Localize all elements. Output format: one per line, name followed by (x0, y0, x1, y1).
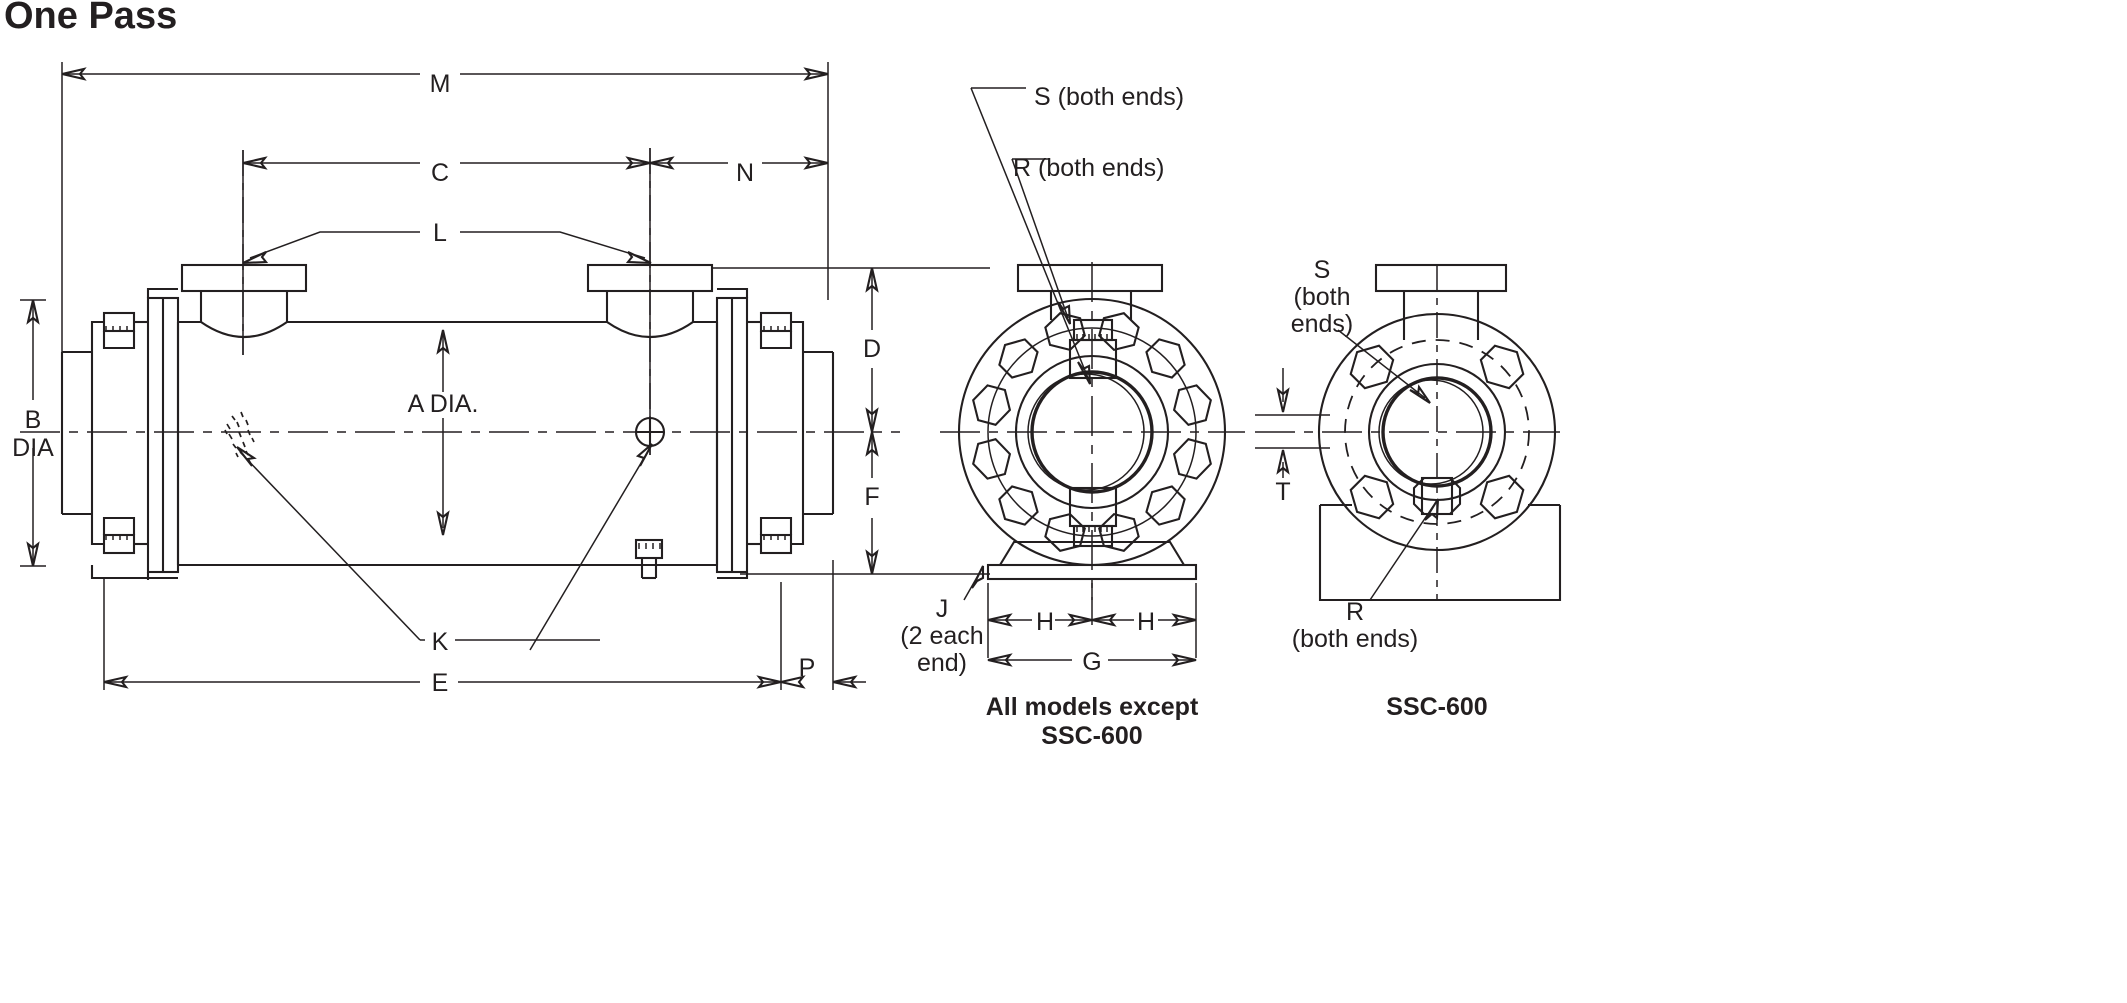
bolt-hatch-left (105, 326, 128, 540)
callout-label-J: J (936, 595, 949, 623)
base-box-ssc600 (1318, 503, 1562, 602)
hex-bolt (1098, 512, 1140, 552)
dimension-label-B: B (25, 406, 42, 434)
dimension-B-DIA: B DIA (12, 299, 54, 567)
hex-bolt (1349, 344, 1395, 390)
hex-bolt (972, 438, 1012, 480)
drain-nozzle (634, 538, 664, 580)
callout-R-both-ends: R (both ends) (1011, 154, 1164, 325)
dimension-label-P: P (799, 654, 816, 682)
dimension-label-N: N (736, 159, 754, 187)
left-end-head (60, 287, 180, 580)
hex-bolt (1349, 474, 1395, 520)
dimension-H-pair: H H (987, 583, 1197, 658)
caption-standard-line2: SSC-600 (1041, 722, 1142, 750)
hex-bolt (998, 338, 1039, 379)
callout-label-R: R (both ends) (1013, 154, 1164, 182)
hex-bolt (1098, 312, 1140, 352)
hex-bolt (1145, 485, 1186, 526)
hex-bolt (1172, 384, 1212, 426)
dimension-label-M: M (430, 70, 451, 98)
dimension-label-D: D (863, 335, 881, 363)
ssc600-bore-circle (1381, 376, 1493, 488)
ssc600-flange-outer (1317, 312, 1557, 552)
side-elevation-view: M C N L (12, 62, 990, 697)
vent-symbol (529, 416, 666, 651)
callout-label-J-sub1: (2 each (900, 622, 983, 650)
caption-ssc600: SSC-600 (1386, 693, 1487, 721)
bolt-hatch-right (763, 326, 786, 540)
saddle-base-standard (986, 540, 1198, 581)
dimension-label-E: E (432, 669, 449, 697)
nozzle-left (178, 150, 330, 355)
shell-marker-hatch (224, 411, 421, 641)
callout-S-both-ends: S (both ends) (970, 83, 1184, 385)
top-nozzle-standard (1016, 263, 1164, 380)
callout-R-ssc600-l2: (both ends) (1292, 625, 1418, 653)
callout-label-J-sub2: end) (917, 649, 967, 677)
top-nozzle-ssc600 (1374, 263, 1508, 340)
callout-label-S: S (both ends) (1034, 83, 1184, 111)
callout-S-ssc600-l1: S (1314, 256, 1331, 284)
dimension-T: T (1255, 368, 1330, 506)
page-title: One Pass (4, 0, 177, 37)
bottom-nozzle-standard (1068, 486, 1118, 548)
ssc600-bore-inner (1378, 379, 1484, 485)
shell-body (176, 320, 719, 567)
hex-bolt (1479, 344, 1525, 390)
shell-bore-circle (1030, 370, 1154, 494)
caption-standard-line1: All models except (986, 693, 1199, 721)
front-view-standard: S (both ends) R (both ends) J (2 each en… (900, 83, 1245, 750)
front-view-ssc600: T S (both ends) R (both ends) SSC-600 (1255, 256, 1562, 721)
dimension-label-C: C (431, 159, 449, 187)
hex-bolt (1145, 338, 1186, 379)
callout-R-ssc600-l1: R (1346, 598, 1364, 626)
bolt-circle (987, 327, 1197, 537)
callout-S-ssc600: S (both ends) (1291, 256, 1431, 404)
nozzle-right (470, 148, 717, 455)
ssc600-bolt-circle (1344, 339, 1530, 525)
dimension-label-G: G (1082, 648, 1101, 676)
callout-S-ssc600-l2: (both (1294, 283, 1351, 311)
dimension-L-leader: L (242, 219, 652, 265)
dimension-K: K (420, 628, 600, 656)
dimension-E: E (103, 578, 782, 697)
dimension-G: G (987, 648, 1197, 676)
hex-bolt (1479, 474, 1525, 520)
dimension-P: P (780, 560, 866, 690)
right-end-head (715, 287, 835, 580)
bolt-set-ssc600 (1349, 344, 1525, 520)
dimension-label-T: T (1275, 478, 1290, 506)
hex-bolt (972, 384, 1012, 426)
hex-bolt (1044, 512, 1086, 552)
dimension-label-L: L (433, 219, 447, 247)
bolt-set-standard (972, 312, 1212, 552)
dimension-label-K: K (432, 628, 449, 656)
dimension-D: D (712, 267, 990, 433)
hex-bolt (1172, 438, 1212, 480)
dimension-label-F: F (864, 483, 879, 511)
hex-bolt (1044, 312, 1086, 352)
flange-raised-face (1014, 354, 1170, 510)
dimension-N: N (649, 156, 829, 187)
dimension-label-A: A DIA. (408, 390, 479, 418)
hex-bolt (998, 485, 1039, 526)
callout-S-ssc600-l3: ends) (1291, 310, 1354, 338)
dimension-label-H1: H (1036, 608, 1054, 636)
dimension-label-B-dia: DIA (12, 434, 54, 462)
callout-J: J (2 each end) (900, 565, 985, 677)
dimension-A-DIA: A DIA. (408, 329, 479, 536)
dimension-F: F (740, 431, 990, 575)
callout-R-ssc600: R (both ends) (1292, 498, 1440, 653)
dimension-label-H2: H (1137, 608, 1155, 636)
